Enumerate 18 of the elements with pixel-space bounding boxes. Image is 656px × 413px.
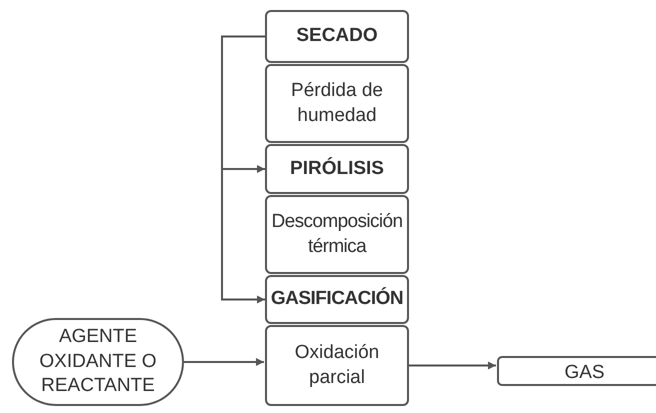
stage-description: Descomposición térmica (270, 210, 404, 258)
stage-title: GASIFICACIÓN (270, 287, 404, 312)
arrow (221, 36, 265, 304)
stage-title: SECADO (296, 24, 378, 48)
output-box (497, 356, 656, 386)
process-box (265, 275, 409, 324)
stage-title: PIRÓLISIS (290, 156, 384, 181)
stage-description: GAS (564, 363, 605, 384)
stage-description: Oxidación parcial (294, 340, 380, 390)
process-box (265, 195, 409, 274)
process-box (265, 325, 409, 406)
process-box (265, 144, 409, 194)
stage-description: AGENTE OXIDANTE O REACTANTE (38, 324, 158, 398)
process-box (265, 10, 409, 63)
arrow (184, 358, 264, 366)
arrow (409, 362, 496, 370)
stage-description: Pérdida de humedad (290, 78, 384, 128)
process-box (265, 64, 409, 143)
